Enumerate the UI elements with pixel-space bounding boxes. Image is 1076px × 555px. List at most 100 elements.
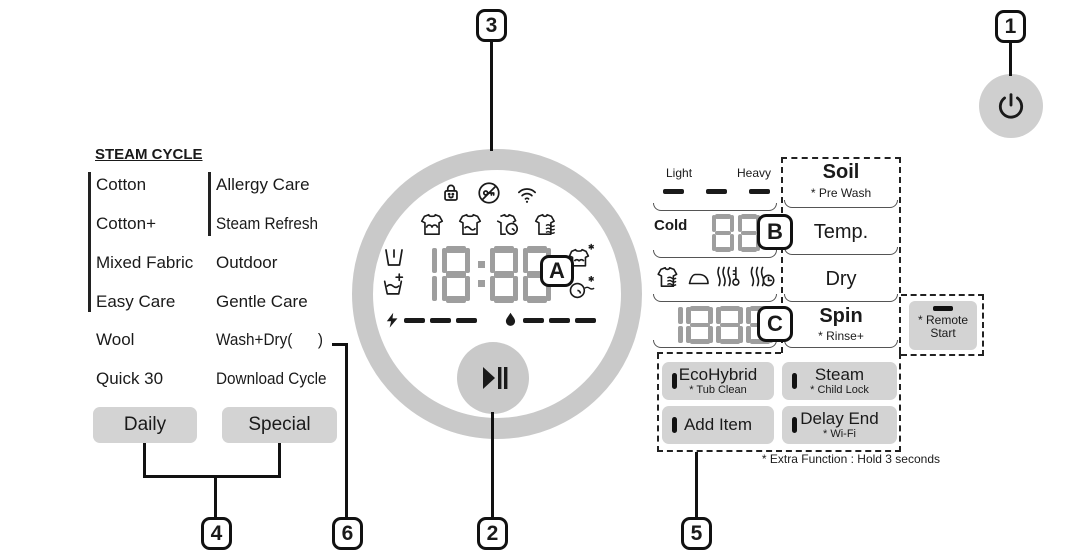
child-lock-icon: [438, 180, 464, 206]
cycle-download-cycle: Download Cycle: [216, 369, 327, 388]
callout-6: 6: [332, 517, 363, 550]
steam-cycle-bracket-left: [88, 172, 91, 312]
spin-button-label: Spin: [819, 305, 863, 327]
callout-2-line: [491, 412, 494, 518]
spin-indicator-bracket: [653, 340, 777, 348]
water-level-dash-3: [575, 318, 596, 323]
soil-level-dash-1: [663, 189, 684, 194]
callout-1: 1: [995, 10, 1026, 43]
temp-indicator-bracket: [653, 250, 777, 258]
time-display: [409, 246, 551, 303]
steam-label: Steam: [814, 365, 865, 384]
steam-sublabel: * Child Lock: [810, 384, 869, 396]
special-button[interactable]: Special: [222, 407, 337, 443]
soil-button-label: Soil: [822, 161, 860, 183]
callout-3: 3: [476, 9, 507, 42]
touch-bar-icon: [792, 373, 797, 389]
callout-1-line: [1009, 40, 1012, 76]
power-icon: [994, 89, 1028, 123]
cycle-cotton-plus: Cotton+: [96, 214, 157, 233]
cycle-outdoor: Outdoor: [216, 253, 278, 272]
play-pause-icon: [476, 362, 510, 394]
delay-end-button[interactable]: Delay End * Wi-Fi: [782, 406, 897, 444]
dry-indicator-bracket: [653, 294, 777, 302]
dry-icon: [532, 212, 560, 238]
soil-button-sublabel: * Pre Wash: [810, 186, 872, 200]
remote-start-outline: [901, 294, 984, 356]
cycle-quick-30: Quick 30: [96, 369, 164, 388]
daily-button-label: Daily: [123, 414, 167, 435]
wash-tub-icon: [382, 247, 406, 268]
steam-button[interactable]: Steam * Child Lock: [782, 362, 897, 400]
water-drop-icon: [502, 310, 519, 329]
power-button[interactable]: [979, 74, 1043, 138]
callout-4-line-right: [278, 443, 281, 478]
ecohybrid-button[interactable]: EcoHybrid * Tub Clean: [662, 362, 774, 400]
delay-end-label: Delay End: [800, 409, 879, 428]
energy-icon: [384, 311, 401, 330]
callout-4: 4: [201, 517, 232, 550]
iron-icon: [686, 266, 712, 290]
callout-6-line-horizontal: [332, 343, 348, 346]
touch-bar-icon: [792, 417, 797, 433]
cycle-wool: Wool: [96, 330, 135, 349]
dry-shirt-icon: [655, 264, 682, 290]
daily-button[interactable]: Daily: [93, 407, 197, 443]
spin-button-sublabel: * Rinse+: [818, 329, 864, 343]
soil-level-dash-2: [706, 189, 727, 194]
soil-indicator-bracket: [653, 203, 777, 211]
cycle-wash-dry: Wash+Dry( ): [216, 330, 323, 349]
remote-start-label-line2: Start: [930, 326, 956, 340]
rinse-icon: [456, 212, 484, 238]
touch-bar-icon: [672, 373, 677, 389]
cold-label: Cold: [654, 217, 688, 234]
special-button-label: Special: [248, 414, 311, 435]
callout-3-line: [490, 39, 493, 151]
start-pause-button[interactable]: [457, 342, 529, 414]
wifi-icon: [513, 181, 541, 207]
remote-start-dash-icon: [933, 306, 953, 311]
callout-4-line-bottom: [143, 475, 281, 478]
display-label-b: B: [757, 214, 793, 250]
steam-spin-icon: [567, 273, 597, 301]
steam-cycle-bracket-right: [208, 172, 211, 236]
dry-button[interactable]: Dry: [786, 268, 896, 291]
display-label-a: A: [540, 255, 574, 287]
ecohybrid-label: EcoHybrid: [678, 365, 758, 384]
extra-button-group-outline-topedge: [657, 352, 781, 354]
soil-heavy-label: Heavy: [737, 166, 772, 180]
callout-2: 2: [477, 517, 508, 550]
cycle-cotton: Cotton: [96, 175, 147, 194]
add-item-button[interactable]: Add Item: [662, 406, 774, 444]
function-group-outline-top: [781, 157, 901, 353]
callout-4-line-stub: [214, 478, 217, 518]
extra-water-icon: [380, 272, 406, 297]
callout-6-line-vertical: [345, 343, 348, 518]
wash-icon: [418, 212, 446, 238]
energy-level-dash-1: [404, 318, 425, 323]
energy-level-dash-2: [430, 318, 451, 323]
callout-5: 5: [681, 517, 712, 550]
control-lock-icon: [476, 180, 502, 206]
spin-button[interactable]: Spin * Rinse+: [786, 305, 896, 343]
dry-temp-icon: [714, 263, 742, 290]
display-label-c: C: [757, 306, 793, 342]
temp-button-label: Temp.: [813, 221, 869, 243]
callout-4-line-left: [143, 443, 146, 478]
cycle-steam-refresh: Steam Refresh: [216, 214, 319, 233]
remote-start-button[interactable]: * Remote Start: [909, 301, 977, 350]
steam-cycle-title: STEAM CYCLE: [95, 146, 203, 163]
spin-display: [656, 306, 773, 344]
temp-button[interactable]: Temp.: [786, 221, 896, 244]
steam-wash-icon: [567, 242, 597, 270]
spin-icon: [494, 212, 522, 238]
remote-start-label-line1: * Remote: [917, 313, 969, 327]
water-level-dash-2: [549, 318, 570, 323]
touch-bar-icon: [672, 417, 677, 433]
soil-button[interactable]: Soil * Pre Wash: [786, 161, 896, 200]
cycle-easy-care: Easy Care: [96, 292, 176, 311]
energy-level-dash-3: [456, 318, 477, 323]
ecohybrid-sublabel: * Tub Clean: [689, 384, 747, 396]
extra-function-footnote: * Extra Function : Hold 3 seconds: [761, 452, 940, 466]
extra-button-group-outline: [657, 353, 901, 452]
